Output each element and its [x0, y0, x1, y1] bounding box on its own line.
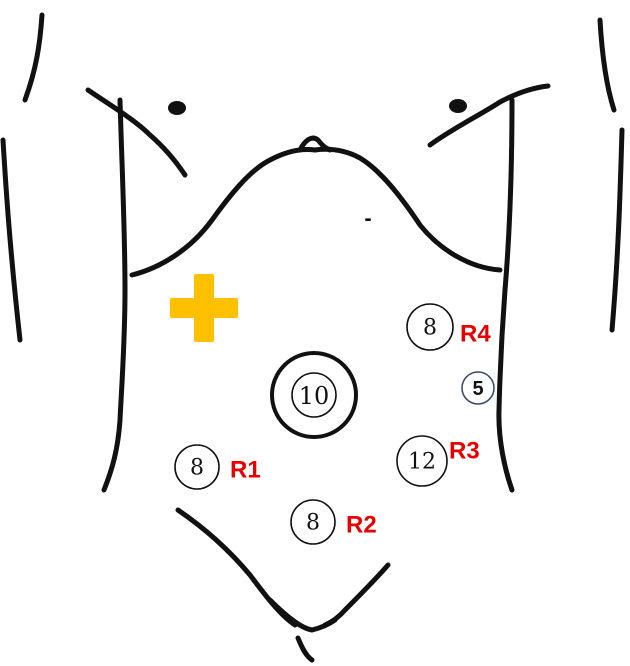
port-r2-label: R2: [346, 512, 377, 539]
right-pectoral-line: [430, 86, 548, 145]
torso-outline: [3, 15, 622, 660]
right-neck-line: [600, 20, 614, 110]
left-pectoral-line: [88, 90, 185, 175]
port-r4: 8 R4: [407, 304, 491, 350]
port-camera: 10: [272, 353, 356, 437]
port-r3-label: R3: [449, 438, 480, 465]
port-r2: 8 R2: [291, 500, 377, 544]
yellow-cross-icon: [170, 274, 238, 342]
port-assistant-number: 5: [472, 378, 483, 400]
left-shoulder-line: [3, 140, 20, 340]
port-r4-label: R4: [460, 321, 491, 348]
rib-cage-arch: [132, 149, 500, 275]
right-groin-line: [325, 565, 388, 625]
left-flank-line: [104, 100, 125, 490]
right-nipple: [449, 99, 467, 113]
port-r1: 8 R1: [175, 445, 261, 489]
port-camera-number: 10: [299, 382, 330, 410]
left-nipple: [168, 101, 186, 115]
port-r1-label: R1: [230, 457, 261, 484]
port-r4-number: 8: [423, 316, 437, 341]
port-r3-number: 12: [408, 450, 436, 475]
lower-center-line: [298, 638, 312, 660]
left-neck-line: [25, 15, 42, 100]
port-r1-number: 8: [190, 456, 204, 481]
right-shoulder-line: [612, 130, 622, 330]
minus-sign: -: [364, 206, 371, 231]
port-assistant: 5: [462, 372, 494, 404]
port-r3: 12 R3: [397, 436, 480, 486]
right-flank-line: [499, 100, 512, 490]
port-r2-number: 8: [306, 511, 320, 536]
